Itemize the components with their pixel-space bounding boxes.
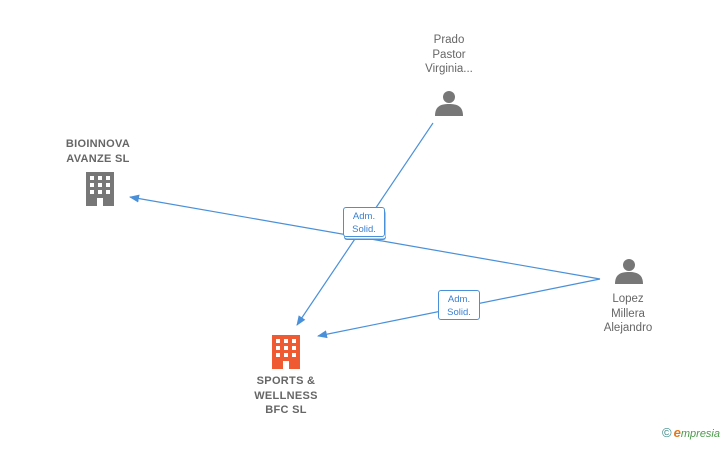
edge-label-adm-solid[interactable]: Adm. Solid. xyxy=(438,290,480,320)
person-icon-lopez[interactable] xyxy=(615,259,643,284)
building-icon-bioinnova[interactable] xyxy=(86,172,114,206)
copyright-icon: © xyxy=(662,425,672,440)
node-label-bioinnova[interactable]: BIOINNOVA AVANZE SL xyxy=(65,138,131,165)
edge-lopez-bioinnova xyxy=(129,194,601,280)
building-icon-sports[interactable] xyxy=(272,335,300,369)
icons-layer xyxy=(86,91,643,369)
brand-logo: ©empresia xyxy=(662,425,720,440)
node-label-prado[interactable]: Prado Pastor Virginia... xyxy=(425,34,473,75)
person-icon-prado[interactable] xyxy=(435,91,463,116)
node-label-lopez[interactable]: Lopez Millera Alejandro xyxy=(603,293,653,334)
brand-initial: e xyxy=(673,425,681,440)
brand-name: mpresia xyxy=(680,428,720,440)
node-label-sports[interactable]: SPORTS & WELLNESS BFC SL xyxy=(254,375,318,416)
edge-label-adm-solid[interactable]: Adm. Solid. xyxy=(343,207,385,237)
